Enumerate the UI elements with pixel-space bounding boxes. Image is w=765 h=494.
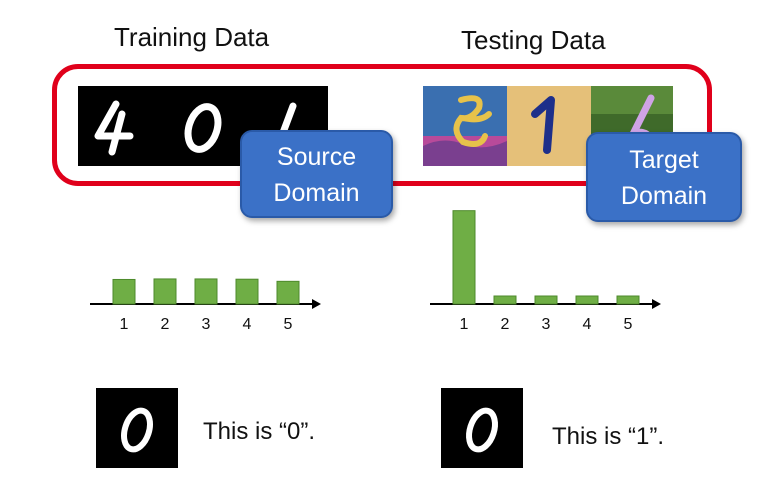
mnist-digits-graphic: [78, 86, 328, 166]
target-distribution-chart: 1 2 3 4 5: [430, 210, 661, 333]
source-axis-arrow: [312, 299, 321, 309]
testing-data-title: Testing Data: [461, 25, 606, 55]
source-bar-3: [194, 278, 218, 305]
target-tick-label-1: 1: [460, 316, 469, 333]
right-caption: This is “1”.: [552, 423, 665, 450]
source-bar-4: [235, 278, 259, 305]
target-bar-1: [452, 210, 476, 305]
source-tick-label-5: 5: [284, 316, 293, 333]
right-example-digit-image: [441, 388, 523, 468]
target-bar-2: [493, 295, 517, 305]
target-tick-label-3: 3: [542, 316, 551, 333]
testing-digit-images: [423, 86, 673, 166]
source-domain-label-line1: Source: [276, 143, 357, 171]
source-tick-label-1: 1: [120, 316, 129, 333]
source-tick-label-2: 2: [161, 316, 170, 333]
source-bar-2: [153, 278, 177, 305]
target-bar-4: [575, 295, 599, 305]
target-domain-label-line2: Domain: [620, 182, 708, 210]
target-axis-arrow: [652, 299, 661, 309]
target-tick-label-5: 5: [624, 316, 633, 333]
target-tick-label-4: 4: [583, 316, 592, 333]
target-domain-label-line1: Target: [629, 146, 699, 174]
source-tick-label-3: 3: [202, 316, 211, 333]
digit-zero-graphic: [441, 388, 523, 468]
target-bar-5: [616, 295, 640, 305]
source-distribution-chart: 1 2 3 4 5: [90, 278, 321, 333]
training-data-title: Training Data: [114, 22, 270, 52]
source-tick-label-4: 4: [243, 316, 252, 333]
left-caption: This is “0”.: [203, 418, 316, 445]
source-domain-box: Source Domain: [240, 130, 393, 218]
source-bar-1: [112, 278, 136, 305]
source-bar-5: [276, 280, 300, 305]
target-tick-label-2: 2: [501, 316, 510, 333]
digit-zero-graphic: [96, 388, 178, 468]
mnistm-digits-graphic: [423, 86, 673, 166]
left-example-digit-image: [96, 388, 178, 468]
target-domain-box: Target Domain: [586, 132, 742, 222]
target-bar-3: [534, 295, 558, 305]
source-domain-label-line2: Domain: [273, 179, 360, 207]
